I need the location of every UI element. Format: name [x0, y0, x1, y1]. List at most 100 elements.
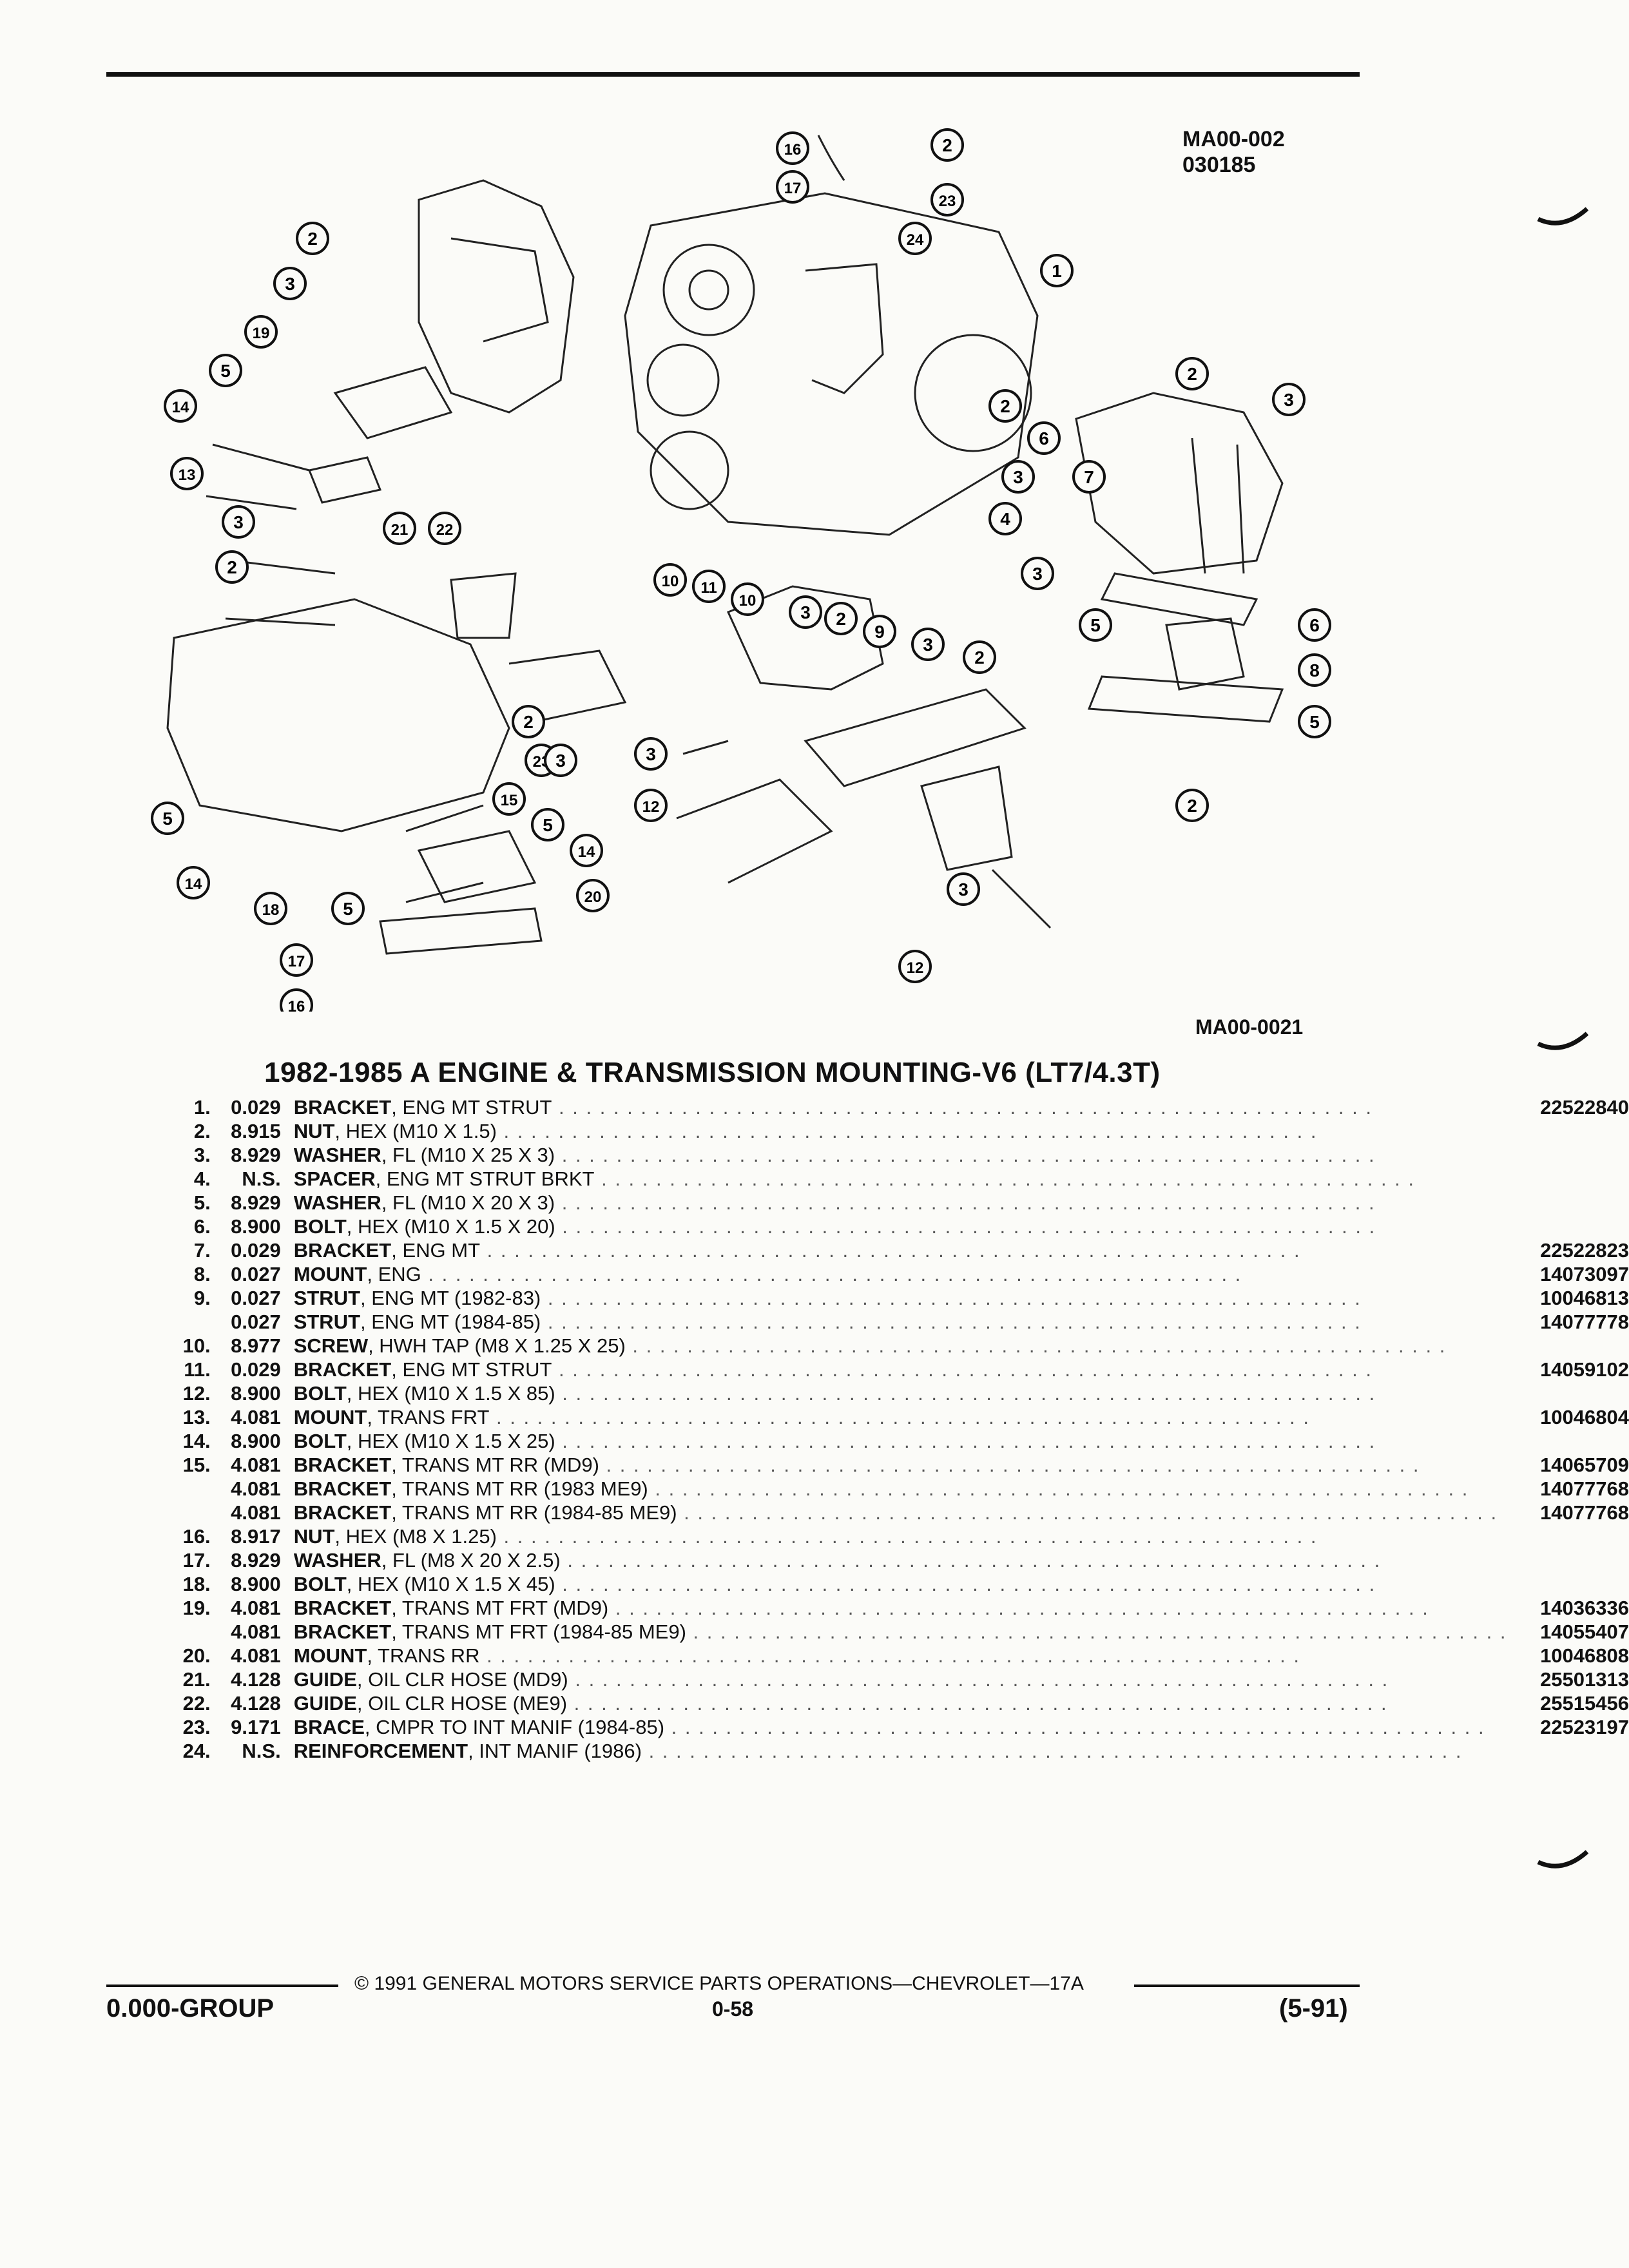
callout-label: 14 [578, 843, 595, 861]
part-description: WASHER, FL (M10 X 25 X 3) . . . . . . . … [294, 1143, 1507, 1167]
binder-mark-bottom [1537, 1850, 1588, 1869]
part-name: MOUNT [293, 1644, 367, 1667]
dot-leader: . . . . . . . . . . . . . . . . . . . . … [664, 1716, 1485, 1738]
part-detail: , TRANS RR [367, 1644, 480, 1667]
item-number: 17. [182, 1549, 211, 1571]
part-number: 14055407 [1540, 1620, 1629, 1643]
figure-code: MA00-0021 [1195, 1015, 1304, 1039]
part-description: BOLT, HEX (M10 X 1.5 X 20) . . . . . . .… [294, 1215, 1507, 1238]
callout-bubble: 2 [215, 550, 249, 584]
group-number: 8.915 [231, 1120, 281, 1142]
callout-bubble: 2 [824, 602, 858, 635]
part-name: BRACKET [293, 1620, 392, 1643]
part-description: WASHER, FL (M8 X 20 X 2.5) . . . . . . .… [294, 1548, 1507, 1572]
part-number [1507, 1524, 1629, 1548]
dot-leader: . . . . . . . . . . . . . . . . . . . . … [555, 1430, 1376, 1452]
part-detail: , FL (M10 X 20 X 3) [381, 1191, 555, 1214]
binder-mark-top [1537, 207, 1588, 226]
callout-label: 3 [233, 512, 244, 532]
callout-circle [963, 640, 996, 674]
callout-bubble: 13 [170, 457, 204, 490]
callout-bubble: 3 [1272, 383, 1306, 416]
item-number [174, 1620, 217, 1644]
part-name: SCREW [293, 1334, 369, 1357]
callout-bubble: 3 [634, 737, 668, 771]
part-detail: , HEX (M10 X 1.5 X 20) [346, 1215, 555, 1238]
callout-circle [177, 866, 210, 899]
part-detail: , HEX (M10 X 1.5 X 25) [346, 1430, 555, 1452]
callout-label: 5 [343, 899, 353, 919]
part-detail: , TRANS FRT [367, 1406, 490, 1428]
item-number: 11. [184, 1358, 211, 1381]
item-number: 21. [182, 1668, 211, 1691]
callout-label: 4 [1000, 509, 1010, 529]
callout-circle [209, 354, 242, 387]
item-number [174, 1501, 217, 1524]
part-description: GUIDE, OIL CLR HOSE (MD9) . . . . . . . … [294, 1667, 1507, 1691]
callout-bubble: 16 [776, 131, 809, 165]
callout-circle [254, 892, 287, 925]
part-description: MOUNT, TRANS FRT . . . . . . . . . . . .… [294, 1405, 1507, 1429]
group-number: 4.081 [231, 1597, 281, 1619]
part-detail: , TRANS MT RR (1983 ME9) [391, 1477, 648, 1500]
group-number: 8.917 [231, 1525, 281, 1548]
callout-label: 3 [1032, 564, 1043, 584]
part-description: STRUT, ENG MT (1984-85) . . . . . . . . … [294, 1310, 1507, 1334]
callout-bubble: 12 [634, 789, 668, 822]
binder-mark-middle [1537, 1032, 1588, 1050]
callout-circle [215, 550, 249, 584]
item-number: 10. [182, 1334, 211, 1357]
group-number: 4.081 [231, 1406, 281, 1428]
callout-circle [911, 628, 945, 661]
callout-circle [930, 128, 964, 162]
group-number: 0.027 [231, 1287, 281, 1309]
callout-label: 21 [391, 521, 409, 539]
callout-circle [331, 892, 365, 925]
callout-circle [1298, 608, 1331, 642]
item-number: 13. [182, 1406, 211, 1428]
part-number [1507, 1572, 1629, 1596]
part-name: BOLT [293, 1573, 347, 1595]
footer-copyright: © 1991 GENERAL MOTORS SERVICE PARTS OPER… [348, 1973, 1090, 1995]
part-detail: , TRANS MT FRT (1984-85 ME9) [391, 1620, 686, 1643]
group-number: 8.900 [231, 1573, 281, 1595]
callout-circle [492, 782, 526, 816]
part-description: BRACKET, TRANS MT RR (MD9) . . . . . . .… [294, 1453, 1507, 1477]
callout-bubble: 4 [988, 502, 1022, 535]
callout-label: 3 [800, 602, 811, 622]
callout-label: 17 [288, 953, 305, 970]
callout-circle [570, 834, 603, 867]
part-number: 14077778 [1540, 1311, 1629, 1333]
callout-bubble: 3 [1021, 557, 1054, 590]
callout-circle [653, 563, 687, 597]
callout-label: 2 [836, 609, 846, 629]
callout-bubble: 1 [1040, 254, 1074, 287]
callout-circle [383, 512, 416, 545]
footer-revision-date: (5-91) [1279, 1994, 1348, 2023]
callout-bubble: 2 [296, 222, 329, 255]
callout-label: 16 [784, 141, 802, 159]
callout-circle [789, 595, 822, 629]
part-description: WASHER, FL (M10 X 20 X 3) . . . . . . . … [294, 1191, 1507, 1215]
callout-circle [1079, 608, 1112, 642]
part-name: STRUT [293, 1287, 361, 1309]
callout-bubble: 17 [280, 943, 313, 977]
callout-label: 2 [307, 229, 318, 249]
part-name: BRACKET [293, 1096, 392, 1119]
callout-circle [1021, 557, 1054, 590]
dot-leader: . . . . . . . . . . . . . . . . . . . . … [555, 1382, 1376, 1405]
callout-circle [544, 744, 577, 777]
callout-label: 22 [436, 521, 454, 539]
dot-leader: . . . . . . . . . . . . . . . . . . . . … [541, 1287, 1362, 1309]
part-detail: , INT MANIF (1986) [468, 1740, 642, 1762]
part-description: NUT, HEX (M10 X 1.5) . . . . . . . . . .… [294, 1119, 1507, 1143]
